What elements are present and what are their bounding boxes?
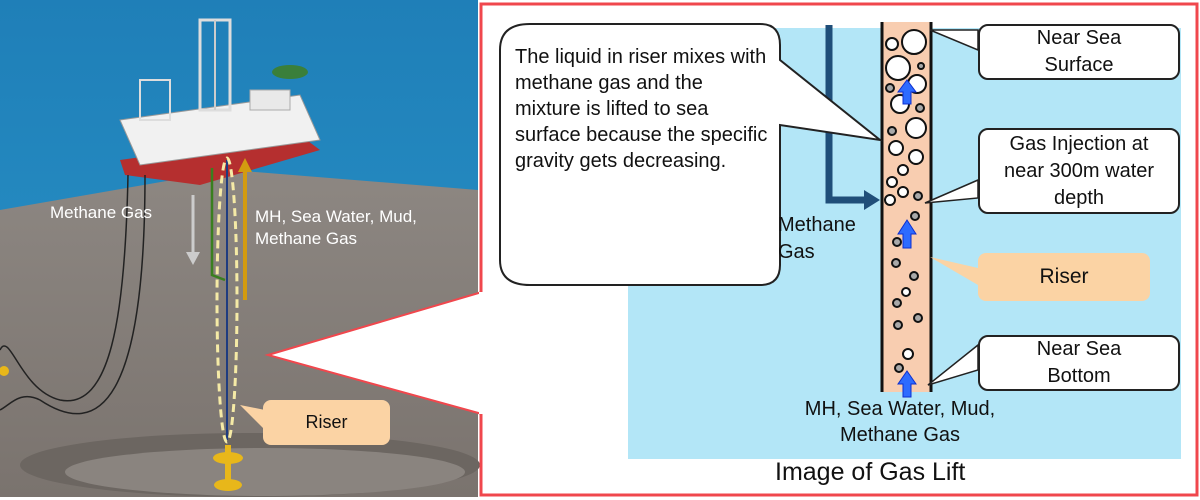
cable xyxy=(0,174,146,415)
riser-callout: Riser xyxy=(978,253,1150,301)
zoom-connector xyxy=(268,292,482,414)
gas-bubble xyxy=(901,29,927,55)
scene-methane-gas-label: Methane Gas xyxy=(50,203,153,222)
gas-bubble xyxy=(902,348,914,360)
gas-bubble xyxy=(915,103,925,113)
gas-bubble xyxy=(913,191,923,201)
gas-bubble xyxy=(886,176,898,188)
flow-up-arrow-icon xyxy=(897,79,917,398)
riser-highlight xyxy=(215,156,239,444)
gas-bubble xyxy=(913,313,923,323)
bottom-inflow-label: MH, Sea Water, Mud, Methane Gas xyxy=(804,398,996,446)
near-sea-surface-label: Near Sea Surface xyxy=(978,24,1180,80)
methane-gas-label: Methane Gas xyxy=(778,214,856,263)
gas-lift-title: Image of Gas Lift xyxy=(775,458,966,486)
gas-bubble xyxy=(908,149,924,165)
drilling-ship xyxy=(119,18,321,185)
explanation-callout xyxy=(499,23,884,286)
gas-bubble xyxy=(885,83,895,93)
gas-bubble xyxy=(885,55,911,81)
gas-bubble xyxy=(893,320,903,330)
gas-bubble xyxy=(891,258,901,268)
gas-bubble xyxy=(888,140,904,156)
scene-riser-callout: Riser xyxy=(263,400,390,445)
cable xyxy=(0,174,129,402)
scene-upflow-label: MH, Sea Water, Mud, Methane Gas xyxy=(255,207,417,248)
near-sea-bottom-label: Near Sea Bottom xyxy=(978,335,1180,391)
gas-bubble xyxy=(892,298,902,308)
gas-bubble xyxy=(887,126,897,136)
wellhead xyxy=(213,445,243,491)
gas-bubble xyxy=(897,186,909,198)
explanation-text: The liquid in riser mixes with methane g… xyxy=(515,46,768,172)
gas-bubble xyxy=(905,117,927,139)
gas-bubble xyxy=(897,164,909,176)
gas-bubble xyxy=(884,194,896,206)
gas-bubble xyxy=(909,271,919,281)
gas-bubble xyxy=(885,37,899,51)
gas-bubble xyxy=(910,211,920,221)
gas-bubbles xyxy=(884,29,927,373)
gas-bubble xyxy=(892,237,902,247)
gas-bubble xyxy=(894,363,904,373)
gas-injection-label: Gas Injection at near 300m water depth xyxy=(978,128,1180,214)
gas-bubble xyxy=(917,62,925,70)
methane-injection-arrow-icon xyxy=(825,25,868,204)
gas-bubble xyxy=(901,287,911,297)
